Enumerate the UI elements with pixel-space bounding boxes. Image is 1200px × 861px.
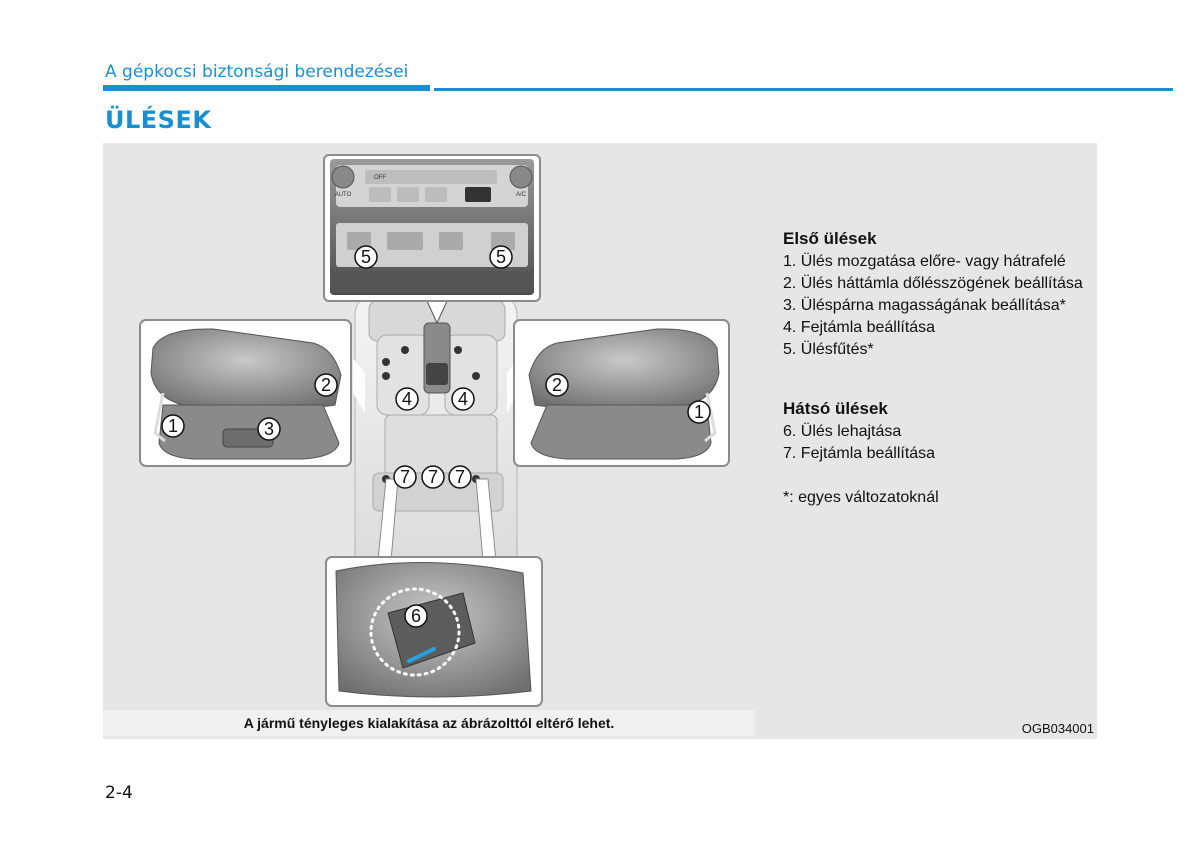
figure-legend: Első ülések 1. Ülés mozgatása előre- vag… [783,228,1093,509]
legend-rear-item: 6. Ülés lehajtása [783,423,902,440]
callout-3-left: 3 [264,419,274,439]
console-label-ac: A/C [516,192,527,198]
callout-2-left: 2 [321,375,331,395]
seats-illustration: 5 5 1 2 3 1 2 4 4 7 7 7 6 [139,154,730,707]
driver-seat-inset [139,319,365,467]
legend-front-heading: Első ülések [783,229,877,248]
passenger-seat-inset [507,319,730,467]
callout-4-left: 4 [402,389,412,409]
header-rule-thin [434,88,1173,91]
legend-front-item: 1. Ülés mozgatása előre- vagy hátrafelé [783,253,1066,270]
chapter-title: A gépkocsi biztonsági berendezései [105,62,409,82]
seats-figure: 5 5 1 2 3 1 2 4 4 7 7 7 6 [103,143,1097,739]
legend-front-item: 3. Üléspárna magasságának beállítása* [783,297,1066,314]
callout-6: 6 [411,606,421,626]
header-rule-thick [103,85,430,91]
legend-rear-item: 7. Fejtámla beállítása [783,445,936,462]
callout-5-left: 5 [361,247,371,267]
legend-front-item: 2. Ülés háttámla dőlésszögének beállítás… [783,275,1083,292]
callout-1-right: 1 [694,402,704,422]
section-title: ÜLÉSEK [105,106,212,134]
callout-5-right: 5 [496,247,506,267]
console-label-auto: AUTO [335,192,352,198]
page-number: 2-4 [105,783,133,803]
callout-7-middle: 7 [428,467,438,487]
callout-4-right: 4 [458,389,468,409]
legend-note: *: egyes változatoknál [783,489,939,506]
legend-front-item: 5. Ülésfűtés* [783,341,874,358]
callout-2-right: 2 [552,375,562,395]
rear-seat-inset [325,556,543,707]
legend-rear-heading: Hátsó ülések [783,399,888,418]
callout-7-left: 7 [400,467,410,487]
callout-1-left: 1 [168,416,178,436]
console-label-off: OFF [374,175,386,181]
figure-code: OGB034001 [1021,721,1094,736]
callout-7-right: 7 [455,467,465,487]
figure-caption: A jármű tényleges kialakítása az ábrázol… [103,710,755,736]
console-inset [323,154,541,302]
legend-front-item: 4. Fejtámla beállítása [783,319,936,336]
